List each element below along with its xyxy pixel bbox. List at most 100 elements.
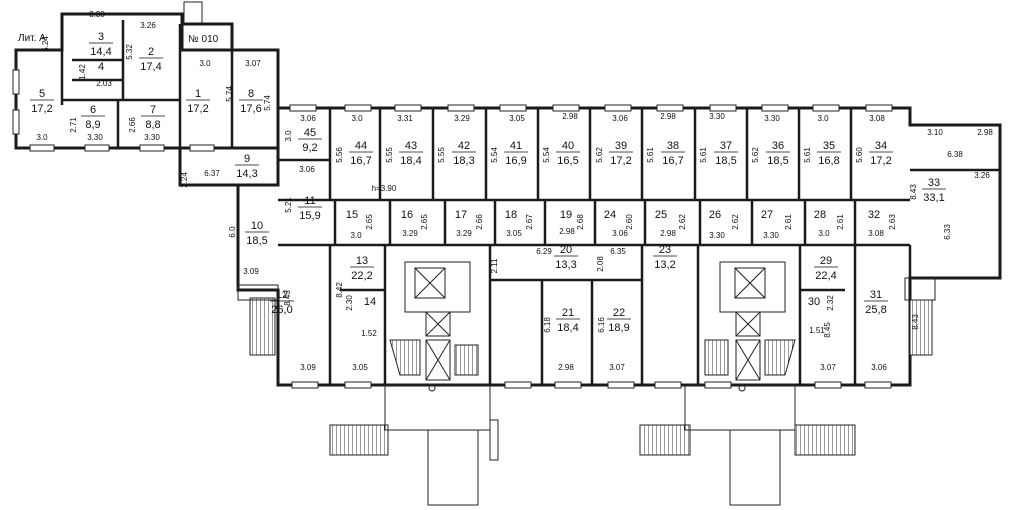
- room-9: 914,3: [235, 153, 259, 180]
- room-number: 23: [659, 244, 671, 256]
- dimension-label: 8.43: [283, 290, 292, 306]
- dimension-label: 3.30: [763, 231, 779, 240]
- window: [289, 104, 317, 112]
- room-number: 39: [615, 140, 627, 152]
- dimension-label: 5.61: [699, 147, 708, 163]
- room-17: 17: [455, 209, 467, 221]
- lit-label: Лит. А: [18, 33, 46, 44]
- dimension-label: 2.03: [96, 79, 112, 88]
- dimension-label: 3.30: [764, 114, 780, 123]
- window: [499, 104, 527, 112]
- dimension-label: 5.55: [437, 147, 446, 163]
- window: [189, 144, 215, 152]
- dimension-label: 3.07: [245, 59, 261, 68]
- dimension-label: 2.24: [180, 172, 189, 188]
- dimension-label: 2.61: [784, 214, 793, 230]
- dimension-label: 3.0: [351, 114, 363, 123]
- room-number: 14: [364, 296, 376, 308]
- dimension-label: 6.33: [943, 224, 952, 240]
- dimension-label: 3.31: [397, 114, 413, 123]
- room-number: 37: [720, 140, 732, 152]
- dimension-label: 8.43: [909, 184, 918, 200]
- room-number: 31: [870, 289, 882, 301]
- dimension-label: 6.16: [597, 317, 606, 333]
- room-number: 26: [709, 209, 721, 221]
- dimension-label: 3.0: [818, 229, 830, 238]
- room-number: 4: [98, 61, 104, 73]
- dimension-label: 3.0: [817, 114, 829, 123]
- dimension-label: 5.60: [855, 147, 864, 163]
- dimension-label: 3.30: [709, 231, 725, 240]
- windows: [12, 69, 893, 389]
- window: [709, 104, 737, 112]
- dimension-label: 1.51: [809, 326, 825, 335]
- window: [552, 104, 580, 112]
- room-number: 7: [150, 104, 156, 116]
- room-number: 38: [667, 140, 679, 152]
- room-area: 13,2: [654, 259, 675, 271]
- room-area: 33,1: [923, 192, 944, 204]
- room-number: 33: [928, 177, 940, 189]
- dimension-label: 3.05: [509, 114, 525, 123]
- dimension-label: 3.07: [609, 363, 625, 372]
- dimension-label: 1.52: [361, 329, 377, 338]
- room-number: 5: [39, 88, 45, 100]
- stair-core-left: [389, 261, 479, 392]
- room-number: 40: [562, 140, 574, 152]
- dimension-label: 2.98: [559, 227, 575, 236]
- room-area: 18,5: [246, 235, 267, 247]
- dimension-label: 2.66: [475, 214, 484, 230]
- dimension-label: 2.98: [562, 112, 578, 121]
- dimension-label: 6.35: [610, 247, 626, 256]
- dimension-label: 8.45: [823, 322, 832, 338]
- window: [864, 381, 892, 389]
- window: [84, 144, 110, 152]
- dimension-label: 3.0: [199, 59, 211, 68]
- room-number: 9: [244, 153, 250, 165]
- dimension-label: 8.43: [911, 314, 920, 330]
- room-1: 117,2: [186, 88, 210, 115]
- room-number: 6: [90, 104, 96, 116]
- dimension-label: 2.61: [836, 214, 845, 230]
- window: [291, 381, 319, 389]
- room-area: 17,2: [870, 155, 891, 167]
- dimension-label: 5.62: [751, 147, 760, 163]
- dimension-label: 3.06: [299, 165, 315, 174]
- room-number: 24: [604, 209, 616, 221]
- dimension-label: 2.98: [977, 128, 993, 137]
- room-area: 26,0: [271, 304, 292, 316]
- room-6: 68,9: [81, 104, 105, 131]
- dimension-label: 5.55: [385, 147, 394, 163]
- room-number: 36: [772, 140, 784, 152]
- window: [29, 144, 55, 152]
- room-area: 14,3: [236, 168, 257, 180]
- room-area: 9,2: [302, 142, 317, 154]
- room-26: 26: [709, 209, 721, 221]
- room-2: 217,4: [139, 46, 163, 73]
- dimension-label: 5.24: [41, 36, 50, 52]
- dimension-label: 3.26: [140, 21, 156, 30]
- room-number: 10: [251, 220, 263, 232]
- room-number: 8: [248, 88, 254, 100]
- room-number: 17: [455, 209, 467, 221]
- dimension-label: 6.29: [536, 247, 552, 256]
- room-area: 18,4: [557, 322, 578, 334]
- room-number: 18: [505, 209, 517, 221]
- dimension-label: 5.61: [646, 147, 655, 163]
- dimension-label: 8.42: [335, 282, 344, 298]
- room-33: 33 33,1: [922, 177, 946, 204]
- room-number: 2: [148, 46, 154, 58]
